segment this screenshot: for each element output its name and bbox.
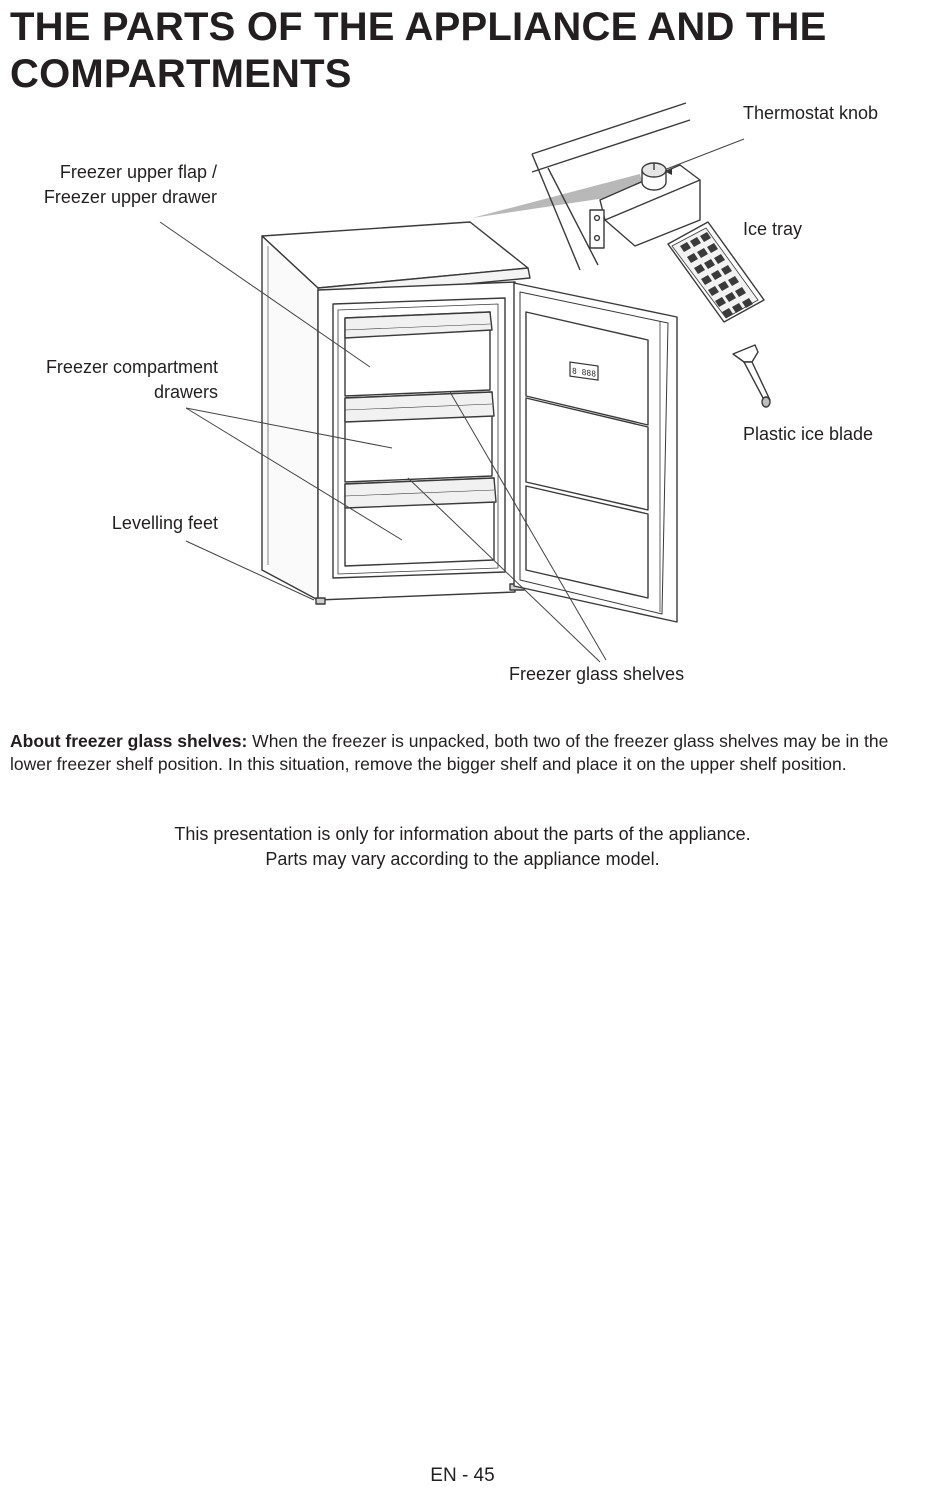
upper-drawer	[345, 312, 492, 396]
callout-upper-flap: Freezer upper flap / Freezer upper drawe…	[10, 160, 217, 210]
callout-plastic-ice-blade: Plastic ice blade	[743, 422, 873, 447]
callout-drawers-line-2: drawers	[10, 380, 218, 405]
information-note: This presentation is only for informatio…	[0, 822, 925, 872]
page-title: THE PARTS OF THE APPLIANCE AND THE COMPA…	[10, 4, 910, 98]
callout-drawers-line-1: Freezer compartment	[10, 355, 218, 380]
lower-drawer	[345, 478, 496, 566]
about-glass-shelves-paragraph: About freezer glass shelves: When the fr…	[10, 730, 920, 776]
ice-blade-icon	[733, 345, 770, 407]
callout-thermostat-knob: Thermostat knob	[743, 101, 878, 126]
freezer-door	[514, 283, 677, 622]
callout-drawers: Freezer compartment drawers	[10, 355, 218, 405]
thermostat-detail	[472, 103, 700, 270]
cabinet-side	[262, 236, 318, 600]
about-glass-shelves-heading: About freezer glass shelves:	[10, 731, 247, 751]
page-title-line-1: THE PARTS OF THE APPLIANCE AND THE	[10, 4, 910, 51]
middle-drawer	[345, 392, 494, 482]
callout-upper-flap-line-2: Freezer upper drawer	[10, 185, 217, 210]
page-title-line-2: COMPARTMENTS	[10, 51, 910, 98]
information-note-line-1: This presentation is only for informatio…	[0, 822, 925, 847]
callout-glass-shelves: Freezer glass shelves	[509, 662, 684, 687]
callout-ice-tray: Ice tray	[743, 217, 802, 242]
callout-upper-flap-line-1: Freezer upper flap /	[10, 160, 217, 185]
callout-levelling-feet: Levelling feet	[10, 511, 218, 536]
thermostat-knob-icon	[642, 163, 666, 190]
page-number: EN - 45	[0, 1464, 925, 1488]
information-note-line-2: Parts may vary according to the applianc…	[0, 847, 925, 872]
